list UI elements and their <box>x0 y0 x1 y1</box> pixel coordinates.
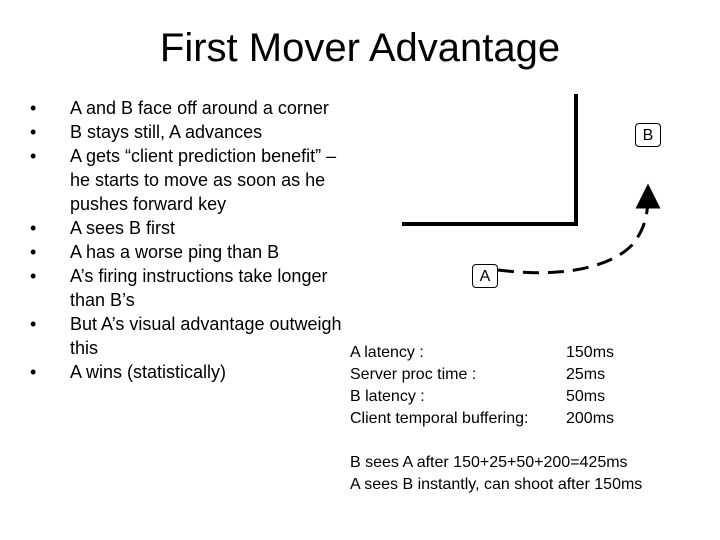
bullet-dot: • <box>30 146 37 166</box>
bullet-text: A has a worse ping than B <box>70 242 280 262</box>
bullet-text: B stays still, A advances <box>70 122 263 142</box>
table-row: A latency : 150ms <box>350 342 614 364</box>
corner-wall <box>402 94 578 226</box>
bullet-dot: • <box>30 362 37 382</box>
bullet-dot: • <box>30 218 37 238</box>
bullet-text: A and B face off around a corner <box>70 98 329 118</box>
latency-table: A latency : 150ms Server proc time : 25m… <box>350 342 614 430</box>
table-row: B latency : 50ms <box>350 386 614 408</box>
latency-value: 25ms <box>566 366 606 383</box>
latency-value: 50ms <box>566 388 606 405</box>
bullet-item: • A gets “client prediction benefit” – he… <box>30 144 360 216</box>
table-row: Client temporal buffering: 200ms <box>350 408 614 430</box>
latency-label: B latency : <box>350 388 425 405</box>
table-row: Server proc time : 25ms <box>350 364 614 386</box>
summary: B sees A after 150+25+50+200=425ms A see… <box>350 452 642 496</box>
bullet-item: • B stays still, A advances <box>30 120 360 144</box>
bullet-item: • But A’s visual advantage outweigh this <box>30 312 360 360</box>
summary-line: B sees A after 150+25+50+200=425ms <box>350 454 628 471</box>
bullet-item: • A sees B first <box>30 216 360 240</box>
latency-label: Server proc time : <box>350 366 477 383</box>
bullet-dot: • <box>30 242 37 262</box>
bullet-item: • A and B face off around a corner <box>30 96 360 120</box>
movement-path <box>497 192 650 275</box>
bullet-list: • A and B face off around a corner • B sta… <box>30 96 360 384</box>
bullet-text: A wins (statistically) <box>70 362 227 382</box>
bullet-item: • A has a worse ping than B <box>30 240 360 264</box>
bullet-item: • A’s firing instructions take longer tha… <box>30 264 360 312</box>
bullet-dot: • <box>30 98 37 118</box>
latency-value: 200ms <box>566 410 615 427</box>
bullet-text: But A’s visual advantage outweigh this <box>70 314 342 358</box>
bullet-item: • A wins (statistically) <box>30 360 360 384</box>
latency-label: Client temporal buffering: <box>350 410 529 427</box>
latency-value: 150ms <box>566 344 615 361</box>
bullet-dot: • <box>30 266 37 286</box>
player-b-label: B <box>635 123 661 147</box>
summary-line: A sees B instantly, can shoot after 150m… <box>350 476 643 493</box>
bullet-text: A sees B first <box>70 218 176 238</box>
bullet-dot: • <box>30 122 37 142</box>
bullet-text: A’s firing instructions take longer than… <box>70 266 328 310</box>
slide-title: First Mover Advantage <box>159 26 561 70</box>
latency-label: A latency : <box>350 344 424 361</box>
player-a-label: A <box>472 264 498 288</box>
bullet-dot: • <box>30 314 37 334</box>
bullet-text: A gets “client prediction benefit” – he … <box>70 146 337 214</box>
